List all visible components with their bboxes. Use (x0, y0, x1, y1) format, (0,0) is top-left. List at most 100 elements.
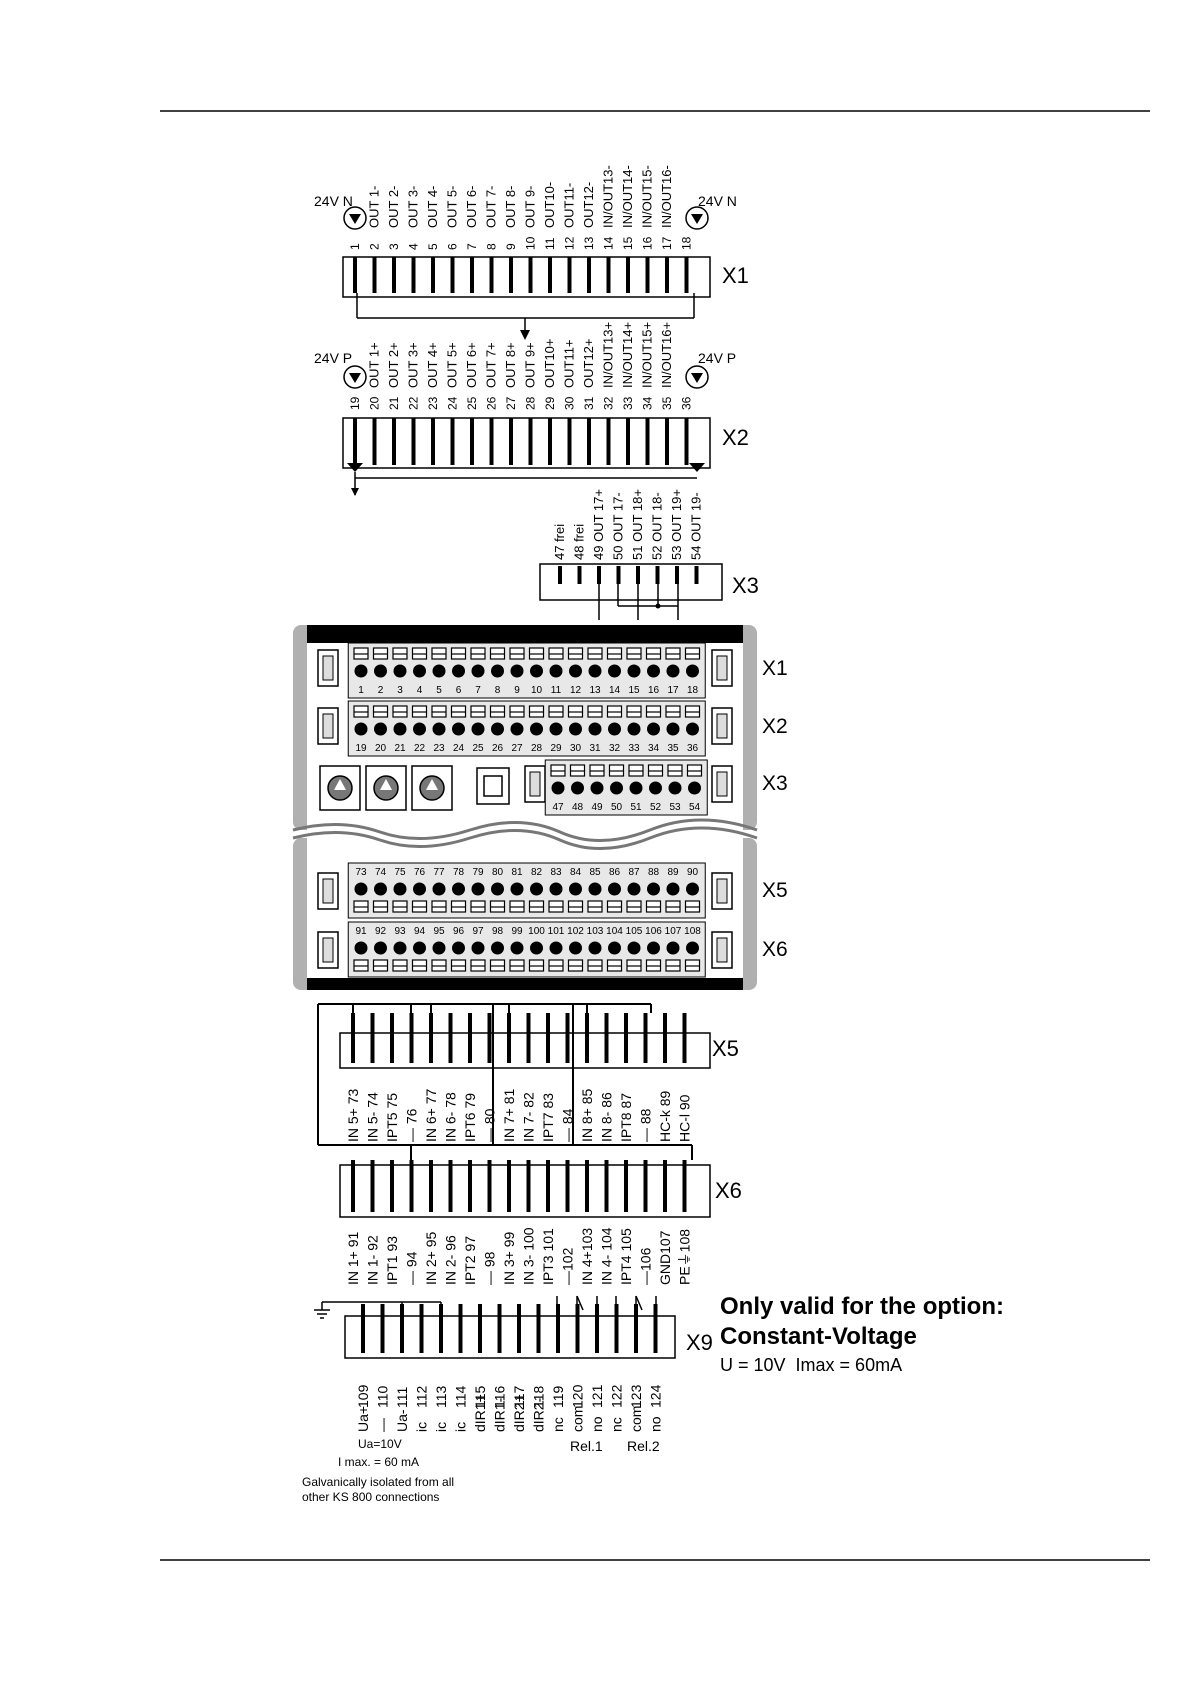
device-pin-number: 78 (453, 867, 465, 878)
x9-terminal-diagram: 109Ua+110—111Ua-112ic113ic114ic115dIR1+1… (314, 1295, 713, 1454)
device-pin-number: 76 (414, 867, 426, 878)
x2-pin-number: 28 (524, 396, 538, 410)
x6-pin-label: —106 (638, 1247, 654, 1285)
terminal-screw (432, 882, 446, 896)
x1-pin-label: IN/OUT15- (640, 165, 655, 228)
x1-left-arrow (349, 214, 361, 224)
x9-pin-label: Ua+ (355, 1406, 371, 1432)
x1-pin-label: OUT 8- (503, 186, 518, 228)
galvanic-note-line2: other KS 800 connections (302, 1490, 440, 1504)
device-pin-number: 12 (570, 685, 582, 696)
device-pin-number: 49 (591, 802, 603, 813)
terminal-screw (354, 941, 368, 955)
terminal-screw (413, 722, 426, 736)
x9-pin-number: 123 (628, 1384, 644, 1408)
x5-pin-label: — 84 (560, 1108, 576, 1142)
device-pin-number: 53 (669, 802, 681, 813)
terminal-screw (491, 722, 504, 736)
device-pin-number: 32 (609, 743, 621, 754)
x1-pin-label: OUT 2- (386, 186, 401, 228)
x1-pin-label: IN/OUT13- (601, 165, 616, 228)
x1-pin-number: 4 (407, 243, 421, 250)
x6-pin-label: — 94 (404, 1251, 420, 1285)
device-pin-number: 36 (687, 743, 699, 754)
terminal-screw (374, 941, 387, 955)
x9-pin-label: ic (453, 1422, 469, 1432)
x2-left-diode (347, 463, 363, 472)
x6-pin-label: IN 4- 104 (599, 1227, 615, 1285)
x5-pin-label: IN 7- 82 (521, 1092, 537, 1142)
x2-right-diode (689, 463, 705, 472)
x1-pin-label: OUT 3- (406, 186, 421, 228)
device-pin-number: 10 (531, 685, 543, 696)
option-note-title: Only valid for the option: (720, 1293, 1004, 1320)
rotary-switch-pointer (426, 779, 438, 790)
terminal-strip (347, 862, 706, 919)
x2-down-arrow (351, 488, 359, 496)
x9-pin-label: ic (433, 1422, 449, 1432)
x9-pin-label: nc (609, 1417, 625, 1432)
x1-pin-number: 10 (524, 236, 538, 250)
device-pin-number: 82 (531, 867, 543, 878)
x1-pin-number: 9 (504, 243, 518, 250)
device-pin-number: 21 (394, 743, 406, 754)
x9-name: X9 (686, 1330, 713, 1355)
x1-pin-number: 3 (387, 243, 401, 250)
terminal-screw (530, 882, 543, 896)
x6-pin-label: IPT2 97 (462, 1236, 478, 1285)
break-line (292, 818, 758, 842)
device-pin-number: 93 (394, 926, 406, 937)
latch (322, 878, 334, 904)
device-pin-number: 85 (589, 867, 601, 878)
terminal-screw (491, 941, 504, 955)
option-note-subtitle: Constant-Voltage (720, 1323, 917, 1350)
device-pin-number: 88 (648, 867, 660, 878)
terminal-screw (590, 781, 604, 795)
terminal-screw (627, 664, 641, 678)
terminal-screw (569, 664, 582, 678)
x9-pin-number: 122 (609, 1384, 625, 1408)
latch (322, 937, 334, 963)
x6-name: X6 (715, 1178, 742, 1203)
x3-pin-label: 50 OUT 17- (611, 492, 626, 560)
x1-pin-number: 13 (582, 236, 596, 250)
terminal-screw (393, 941, 407, 955)
x2-pin-label: IN/OUT16+ (659, 322, 674, 388)
rotary-switch-pointer (380, 779, 392, 790)
terminal-screw (393, 664, 407, 678)
x9-pin-number: 111 (394, 1387, 410, 1408)
terminal-screw (549, 882, 563, 896)
terminal-screw (588, 722, 602, 736)
ua-value: Ua=10V (358, 1437, 402, 1451)
x5-pin-label: — 76 (404, 1108, 420, 1142)
latch (716, 655, 728, 681)
device-label-x3: X3 (762, 772, 788, 795)
x2-pin-label: OUT 7+ (484, 342, 499, 388)
x1-right-arrow (691, 214, 703, 224)
terminal-screw (471, 941, 485, 955)
latch (529, 771, 541, 797)
x9-pin-number: 124 (648, 1384, 664, 1408)
x2-pin-number: 26 (485, 396, 499, 410)
device-pin-number: 95 (433, 926, 445, 937)
x2-pin-number: 34 (641, 396, 655, 410)
x9-pin-number: 112 (414, 1385, 430, 1408)
device-pin-number: 89 (667, 867, 679, 878)
x3-pin-label: 51 OUT 18+ (630, 489, 645, 560)
device-pin-number: 22 (414, 743, 426, 754)
device-pin-number: 73 (355, 867, 367, 878)
terminal-screw (354, 722, 368, 736)
terminal-screw (471, 882, 485, 896)
device-label-x5: X5 (762, 879, 788, 902)
x5-pin-label: — 88 (638, 1108, 654, 1142)
x9-relay-contact (576, 1295, 584, 1311)
x3-connector-box (539, 563, 723, 601)
terminal-screw (413, 664, 426, 678)
device-label-x1: X1 (762, 657, 788, 680)
x2-pin-label: OUT 9+ (523, 342, 538, 388)
latch (716, 713, 728, 739)
device-pin-number: 20 (375, 743, 387, 754)
